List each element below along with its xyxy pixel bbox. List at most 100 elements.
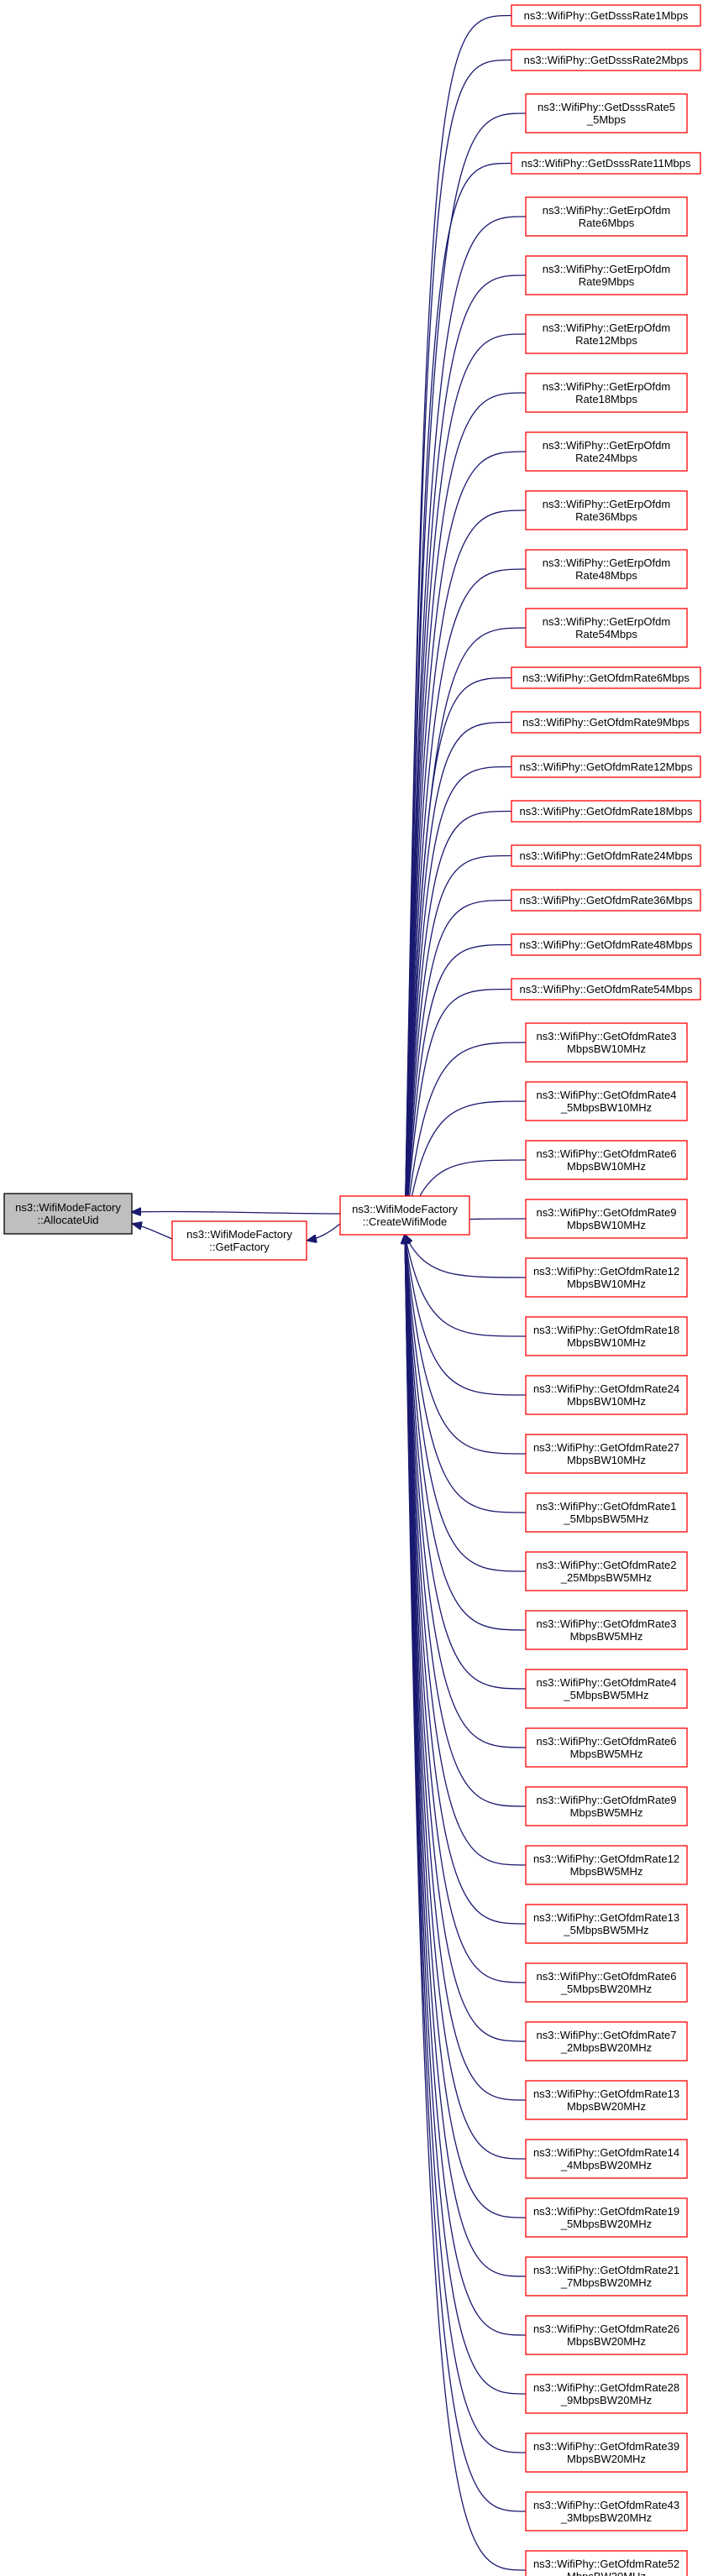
node-wifiphy-geterpofdmrate36mbps-box <box>525 490 688 530</box>
node-wifiphy-getofdmrate2-25mbpsbw5mhz[interactable]: ns3::WifiPhy::GetOfdmRate2_25MbpsBW5MHz <box>525 1551 688 1591</box>
node-wifiphy-getofdmrate4-5mbpsbw5mhz-label-line: _5MbpsBW5MHz <box>563 1689 648 1701</box>
node-wifiphy-getofdmrate43-3mbpsbw20mhz-box <box>525 2491 688 2532</box>
edge-wifiphy-getofdmrate18mbps-to-create-wifi-mode <box>405 810 512 1236</box>
node-wifiphy-getofdmrate43-3mbpsbw20mhz[interactable]: ns3::WifiPhy::GetOfdmRate43_3MbpsBW20MHz <box>525 2491 688 2532</box>
node-wifiphy-geterpofdmrate9mbps-label-line: Rate9Mbps <box>579 275 635 288</box>
node-wifiphy-getofdmrate4-5mbpsbw10mhz-label-line: _5MbpsBW10MHz <box>560 1101 652 1114</box>
node-wifiphy-getofdmrate3mbpsbw10mhz-label-line: ns3::WifiPhy::GetOfdmRate3 <box>537 1030 677 1042</box>
node-wifiphy-getofdmrate18mbpsbw10mhz-label-line: ns3::WifiPhy::GetOfdmRate18 <box>533 1324 679 1336</box>
node-wifiphy-getofdmrate48mbps-label-line: ns3::WifiPhy::GetOfdmRate48Mbps <box>520 938 693 951</box>
node-wifiphy-getofdmrate4-5mbpsbw5mhz[interactable]: ns3::WifiPhy::GetOfdmRate4_5MbpsBW5MHz <box>525 1669 688 1709</box>
node-wifiphy-getofdmrate4-5mbpsbw10mhz[interactable]: ns3::WifiPhy::GetOfdmRate4_5MbpsBW10MHz <box>525 1081 688 1121</box>
create-wifi-mode-node[interactable]: ns3::WifiModeFactory::CreateWifiMode <box>339 1195 470 1236</box>
node-wifiphy-getdsssrate1mbps[interactable]: ns3::WifiPhy::GetDsssRate1Mbps <box>511 4 701 27</box>
node-wifiphy-getofdmrate28-9mbpsbw20mhz[interactable]: ns3::WifiPhy::GetOfdmRate28_9MbpsBW20MHz <box>525 2374 688 2414</box>
node-wifiphy-getofdmrate13-5mbpsbw5mhz-label-line: _5MbpsBW5MHz <box>563 1924 648 1936</box>
node-wifiphy-geterpofdmrate48mbps-label-line: ns3::WifiPhy::GetErpOfdm <box>543 556 670 569</box>
node-wifiphy-getofdmrate18mbps[interactable]: ns3::WifiPhy::GetOfdmRate18Mbps <box>511 800 701 823</box>
edge-create-wifi-mode-to-get-factory <box>307 1223 341 1241</box>
node-wifiphy-getofdmrate36mbps[interactable]: ns3::WifiPhy::GetOfdmRate36Mbps <box>511 889 701 912</box>
node-wifiphy-getofdmrate24mbps[interactable]: ns3::WifiPhy::GetOfdmRate24Mbps <box>511 844 701 867</box>
node-wifiphy-getofdmrate9mbps[interactable]: ns3::WifiPhy::GetOfdmRate9Mbps <box>511 711 701 734</box>
node-wifiphy-geterpofdmrate6mbps-label-line: Rate6Mbps <box>579 217 635 229</box>
node-wifiphy-getdsssrate11mbps[interactable]: ns3::WifiPhy::GetDsssRate11Mbps <box>511 152 701 175</box>
create-wifi-mode-node-label-line: ns3::WifiModeFactory <box>352 1203 458 1215</box>
node-wifiphy-geterpofdmrate48mbps-box <box>525 549 688 589</box>
node-wifiphy-getofdmrate1-5mbpsbw5mhz[interactable]: ns3::WifiPhy::GetOfdmRate1_5MbpsBW5MHz <box>525 1492 688 1533</box>
node-wifiphy-getofdmrate14-4mbpsbw20mhz[interactable]: ns3::WifiPhy::GetOfdmRate14_4MbpsBW20MHz <box>525 2139 688 2179</box>
node-wifiphy-getofdmrate19-5mbpsbw20mhz-label-line: ns3::WifiPhy::GetOfdmRate19 <box>533 2205 679 2218</box>
node-wifiphy-getofdmrate12mbps-box <box>511 755 701 778</box>
allocate-uid-node-box <box>3 1193 133 1235</box>
node-wifiphy-getofdmrate21-7mbpsbw20mhz-label-line: _7MbpsBW20MHz <box>560 2276 652 2289</box>
node-wifiphy-getofdmrate12mbpsbw10mhz-box <box>525 1257 688 1298</box>
node-wifiphy-getofdmrate28-9mbpsbw20mhz-box <box>525 2374 688 2414</box>
edge-wifiphy-getofdmrate12mbpsbw10mhz-to-create-wifi-mode <box>405 1235 527 1278</box>
node-wifiphy-getofdmrate12mbps[interactable]: ns3::WifiPhy::GetOfdmRate12Mbps <box>511 755 701 778</box>
node-wifiphy-getdsssrate5-5mbps[interactable]: ns3::WifiPhy::GetDsssRate5_5Mbps <box>525 93 688 133</box>
node-wifiphy-getofdmrate1-5mbpsbw5mhz-label-line: ns3::WifiPhy::GetOfdmRate1 <box>537 1500 677 1513</box>
get-factory-node[interactable]: ns3::WifiModeFactory::GetFactory <box>171 1220 307 1261</box>
node-wifiphy-getofdmrate6mbpsbw5mhz-label-line: MbpsBW5MHz <box>570 1748 643 1760</box>
node-wifiphy-getofdmrate19-5mbpsbw20mhz[interactable]: ns3::WifiPhy::GetOfdmRate19_5MbpsBW20MHz <box>525 2197 688 2238</box>
node-wifiphy-geterpofdmrate9mbps-box <box>525 255 688 295</box>
node-wifiphy-getofdmrate2-25mbpsbw5mhz-box <box>525 1551 688 1591</box>
node-wifiphy-getofdmrate4-5mbpsbw5mhz-box <box>525 1669 688 1709</box>
node-wifiphy-getofdmrate7-2mbpsbw20mhz[interactable]: ns3::WifiPhy::GetOfdmRate7_2MbpsBW20MHz <box>525 2021 688 2061</box>
node-wifiphy-getofdmrate9mbpsbw10mhz-label-line: ns3::WifiPhy::GetOfdmRate9 <box>537 1206 677 1219</box>
node-wifiphy-getofdmrate21-7mbpsbw20mhz[interactable]: ns3::WifiPhy::GetOfdmRate21_7MbpsBW20MHz <box>525 2256 688 2296</box>
edge-wifiphy-getofdmrate6mbps-to-create-wifi-mode <box>405 677 512 1236</box>
allocate-uid-node-label-line: ::AllocateUid <box>38 1214 99 1226</box>
node-wifiphy-getdsssrate2mbps-label-line: ns3::WifiPhy::GetDsssRate2Mbps <box>524 54 689 66</box>
node-wifiphy-getofdmrate36mbps-label-line: ns3::WifiPhy::GetOfdmRate36Mbps <box>520 894 693 907</box>
allocate-uid-node[interactable]: ns3::WifiModeFactory::AllocateUid <box>3 1193 133 1235</box>
edge-wifiphy-getdsssrate11mbps-to-create-wifi-mode <box>405 162 512 1236</box>
node-wifiphy-getofdmrate39mbpsbw20mhz-label-line: MbpsBW20MHz <box>567 2453 646 2465</box>
node-wifiphy-getofdmrate14-4mbpsbw20mhz-box <box>525 2139 688 2179</box>
node-wifiphy-getdsssrate5-5mbps-label-line: _5Mbps <box>586 113 627 126</box>
node-wifiphy-getofdmrate12mbpsbw5mhz-label-line: ns3::WifiPhy::GetOfdmRate12 <box>533 1852 679 1865</box>
node-wifiphy-getofdmrate6mbps[interactable]: ns3::WifiPhy::GetOfdmRate6Mbps <box>511 666 701 689</box>
node-wifiphy-getofdmrate2-25mbpsbw5mhz-label-line: ns3::WifiPhy::GetOfdmRate2 <box>537 1559 677 1571</box>
node-wifiphy-getofdmrate36mbps-box <box>511 889 701 912</box>
node-wifiphy-geterpofdmrate48mbps-label-line: Rate48Mbps <box>575 569 637 582</box>
edge-wifiphy-getofdmrate21-7mbpsbw20mhz-to-create-wifi-mode <box>405 1235 527 2277</box>
edge-wifiphy-geterpofdmrate12mbps-to-create-wifi-mode <box>405 333 527 1235</box>
node-wifiphy-getofdmrate6-5mbpsbw20mhz[interactable]: ns3::WifiPhy::GetOfdmRate6_5MbpsBW20MHz <box>525 1962 688 2003</box>
node-wifiphy-getofdmrate12mbpsbw10mhz-label-line: ns3::WifiPhy::GetOfdmRate12 <box>533 1265 679 1278</box>
node-wifiphy-getofdmrate52mbpsbw20mhz[interactable]: ns3::WifiPhy::GetOfdmRate52MbpsBW20MHz <box>525 2550 688 2576</box>
node-wifiphy-getofdmrate13-5mbpsbw5mhz[interactable]: ns3::WifiPhy::GetOfdmRate13_5MbpsBW5MHz <box>525 1904 688 1944</box>
node-wifiphy-getofdmrate48mbps[interactable]: ns3::WifiPhy::GetOfdmRate48Mbps <box>511 933 701 956</box>
node-wifiphy-getofdmrate9mbps-box <box>511 711 701 734</box>
node-wifiphy-getdsssrate2mbps[interactable]: ns3::WifiPhy::GetDsssRate2Mbps <box>511 49 701 71</box>
node-wifiphy-getofdmrate26mbpsbw20mhz-label-line: MbpsBW20MHz <box>567 2335 646 2348</box>
get-factory-node-label-line: ns3::WifiModeFactory <box>186 1228 292 1241</box>
node-wifiphy-getofdmrate54mbps[interactable]: ns3::WifiPhy::GetOfdmRate54Mbps <box>511 978 701 1001</box>
node-wifiphy-getofdmrate9mbpsbw5mhz-box <box>525 1786 688 1826</box>
node-wifiphy-getdsssrate11mbps-label-line: ns3::WifiPhy::GetDsssRate11Mbps <box>521 157 691 170</box>
node-wifiphy-getofdmrate9mbpsbw10mhz-label-line: MbpsBW10MHz <box>567 1219 646 1231</box>
